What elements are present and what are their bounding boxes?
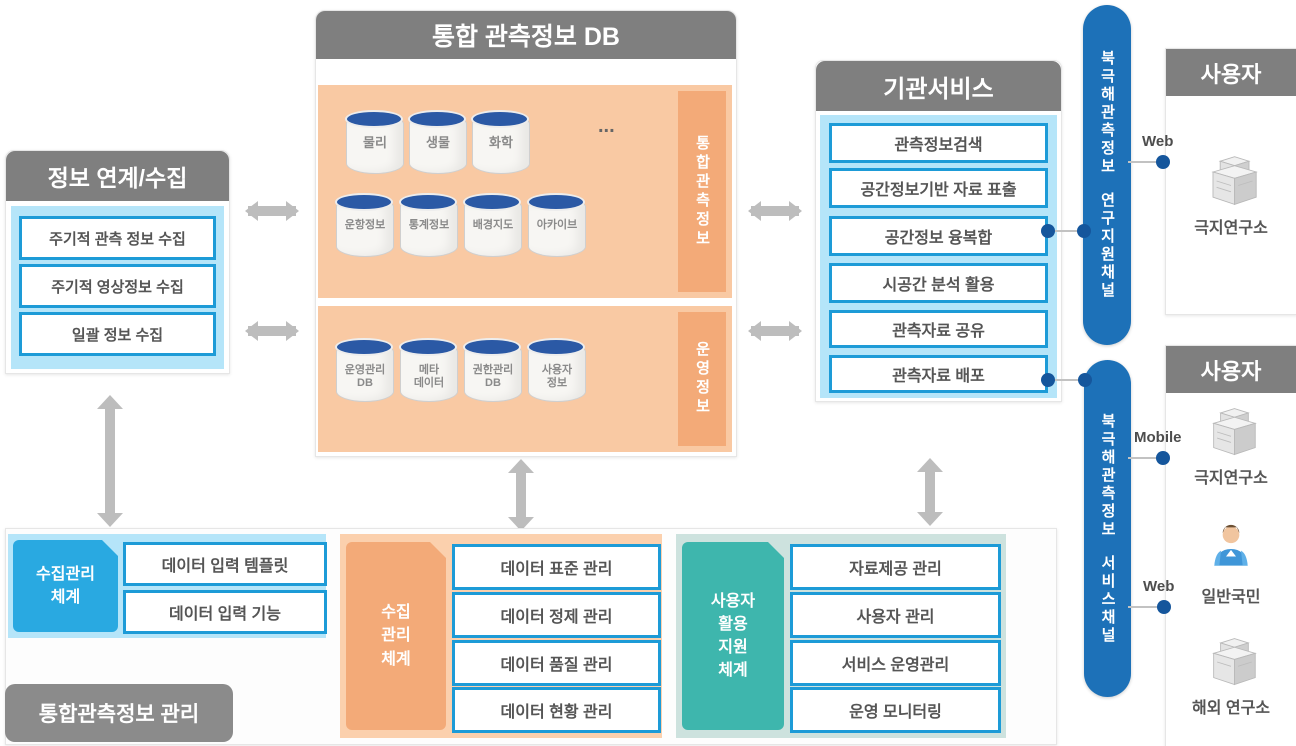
database-cylinder-icon: 통계정보 xyxy=(399,193,459,257)
users-panel-top: 사용자 극지연구소 xyxy=(1165,48,1296,315)
double-arrow-vertical xyxy=(97,395,123,527)
connector-dot xyxy=(1156,451,1170,465)
info-collection-title: 정보 연계/수집 xyxy=(6,151,229,201)
user-name: 해외 연구소 xyxy=(1191,700,1271,717)
channel-label: 서비스채널 xyxy=(1099,554,1116,645)
user-entry: 극지연구소 xyxy=(1166,154,1296,238)
database-cylinder-icon: 메타 데이터 xyxy=(399,338,459,402)
channel-label: 북극해관측정보 xyxy=(1099,412,1116,539)
user-entry: 해외 연구소 xyxy=(1166,636,1296,718)
database-cylinder-icon: 물리 xyxy=(345,110,405,174)
user-name: 극지연구소 xyxy=(1194,470,1268,487)
observation-tab-label: 통합관측정보 xyxy=(693,134,711,249)
connector-dot xyxy=(1041,373,1055,387)
list-item: 시공간 분석 활용 xyxy=(829,263,1048,303)
database-cylinder-icon: 아카이브 xyxy=(527,193,587,257)
double-arrow-vertical xyxy=(508,459,534,531)
connector-dot xyxy=(1156,155,1170,169)
list-item: 주기적 영상정보 수집 xyxy=(19,264,216,308)
user-support-group: 사용자 활용 지원 체계 자료제공 관리 사용자 관리 서비스 운영관리 운영 … xyxy=(676,534,1006,738)
collect-input-tab: 수집관리 체계 xyxy=(13,540,118,632)
collect-manage-group: 수집 관리 체계 데이터 표준 관리 데이터 정제 관리 데이터 품질 관리 데… xyxy=(340,534,662,738)
list-item: 운영 모니터링 xyxy=(790,687,1001,733)
database-cylinder-icon: 운항정보 xyxy=(335,193,395,257)
info-collection-panel: 정보 연계/수집 주기적 관측 정보 수집 주기적 영상정보 수집 일괄 정보 … xyxy=(5,150,230,374)
collect-input-group: 수집관리 체계 데이터 입력 템플릿 데이터 입력 기능 xyxy=(8,534,327,638)
list-item: 서비스 운영관리 xyxy=(790,640,1001,686)
building-icon xyxy=(1212,408,1257,456)
double-arrow-horizontal xyxy=(245,321,299,341)
user-support-tab: 사용자 활용 지원 체계 xyxy=(682,542,784,730)
double-arrow-horizontal xyxy=(245,201,299,221)
database-cylinder-icon: 사용자 정보 xyxy=(527,338,587,402)
info-collection-body: 주기적 관측 정보 수집 주기적 영상정보 수집 일괄 정보 수집 xyxy=(11,206,224,369)
connector-dot xyxy=(1077,224,1091,238)
database-cylinder-icon: 운영관리 DB xyxy=(335,338,395,402)
building-icon xyxy=(1212,638,1257,686)
list-item: 관측정보검색 xyxy=(829,123,1048,163)
list-item: 데이터 표준 관리 xyxy=(452,544,661,590)
access-type-label: Mobile xyxy=(1134,429,1182,446)
integrated-db-title: 통합 관측정보 DB xyxy=(316,11,736,59)
operation-data-area: 운영정보 운영관리 DB 메타 데이터 권한관리 DB 사용자 정보 xyxy=(318,306,732,452)
service-channel-pill: 북극해관측정보 서비스채널 xyxy=(1084,360,1131,697)
list-item: 공간정보기반 자료 표출 xyxy=(829,168,1048,208)
observation-tab: 통합관측정보 xyxy=(678,91,726,292)
list-item: 관측자료 배포 xyxy=(829,355,1048,393)
building-icon xyxy=(1211,156,1258,206)
connector-line xyxy=(1128,457,1164,459)
user-name: 극지연구소 xyxy=(1194,220,1268,237)
collect-manage-tab: 수집 관리 체계 xyxy=(346,542,446,730)
connector-line xyxy=(1128,161,1164,163)
users-panel-title: 사용자 xyxy=(1166,346,1296,393)
user-name: 일반국민 xyxy=(1201,589,1261,606)
connector-line xyxy=(1128,606,1166,608)
person-icon xyxy=(1214,524,1248,566)
connector-dot xyxy=(1157,600,1171,614)
list-item: 데이터 정제 관리 xyxy=(452,592,661,638)
list-item: 공간정보 융복합 xyxy=(829,216,1048,256)
double-arrow-horizontal xyxy=(748,321,802,341)
database-cylinder-icon: 생물 xyxy=(408,110,468,174)
management-footer-label: 통합관측정보 관리 xyxy=(5,684,233,742)
connector-dot xyxy=(1078,373,1092,387)
operation-tab: 운영정보 xyxy=(678,312,726,446)
channel-label: 연구지원채널 xyxy=(1098,192,1116,300)
connector-dot xyxy=(1041,224,1055,238)
users-panel-title: 사용자 xyxy=(1166,49,1296,96)
database-cylinder-icon: 화학 xyxy=(471,110,531,174)
list-item: 데이터 입력 기능 xyxy=(123,590,327,634)
list-item: 데이터 현황 관리 xyxy=(452,687,661,733)
observation-data-area: 통합관측정보 ... 물리 생물 화학 운항정보 통계정보 배경지도 xyxy=(318,85,732,298)
channel-label: 북극해관측정보 xyxy=(1098,50,1116,176)
institution-service-body: 관측정보검색 공간정보기반 자료 표출 공간정보 융복합 시공간 분석 활용 관… xyxy=(820,115,1057,398)
list-item: 데이터 품질 관리 xyxy=(452,640,661,686)
institution-service-title: 기관서비스 xyxy=(816,61,1061,111)
list-item: 관측자료 공유 xyxy=(829,310,1048,348)
list-item: 사용자 관리 xyxy=(790,592,1001,638)
list-item: 일괄 정보 수집 xyxy=(19,312,216,356)
access-type-label: Web xyxy=(1142,133,1174,150)
users-panel-bottom: 사용자 극지연구소 일반국민 xyxy=(1165,345,1296,746)
connector-line xyxy=(1048,379,1085,381)
operation-tab-label: 운영정보 xyxy=(693,341,711,417)
connector-line xyxy=(1048,230,1084,232)
list-item: 데이터 입력 템플릿 xyxy=(123,542,327,586)
double-arrow-horizontal xyxy=(748,201,802,221)
list-item: 자료제공 관리 xyxy=(790,544,1001,590)
access-type-label: Web xyxy=(1143,578,1175,595)
list-item: 주기적 관측 정보 수집 xyxy=(19,216,216,260)
database-cylinder-icon: 배경지도 xyxy=(463,193,523,257)
institution-service-panel: 기관서비스 관측정보검색 공간정보기반 자료 표출 공간정보 융복합 시공간 분… xyxy=(815,60,1062,402)
research-support-channel-pill: 북극해관측정보 연구지원채널 xyxy=(1083,5,1131,345)
user-entry: 일반국민 xyxy=(1166,521,1296,607)
double-arrow-vertical xyxy=(917,458,943,526)
database-cylinder-icon: 권한관리 DB xyxy=(463,338,523,402)
ellipsis-text: ... xyxy=(598,115,615,137)
user-entry: 극지연구소 xyxy=(1166,406,1296,488)
